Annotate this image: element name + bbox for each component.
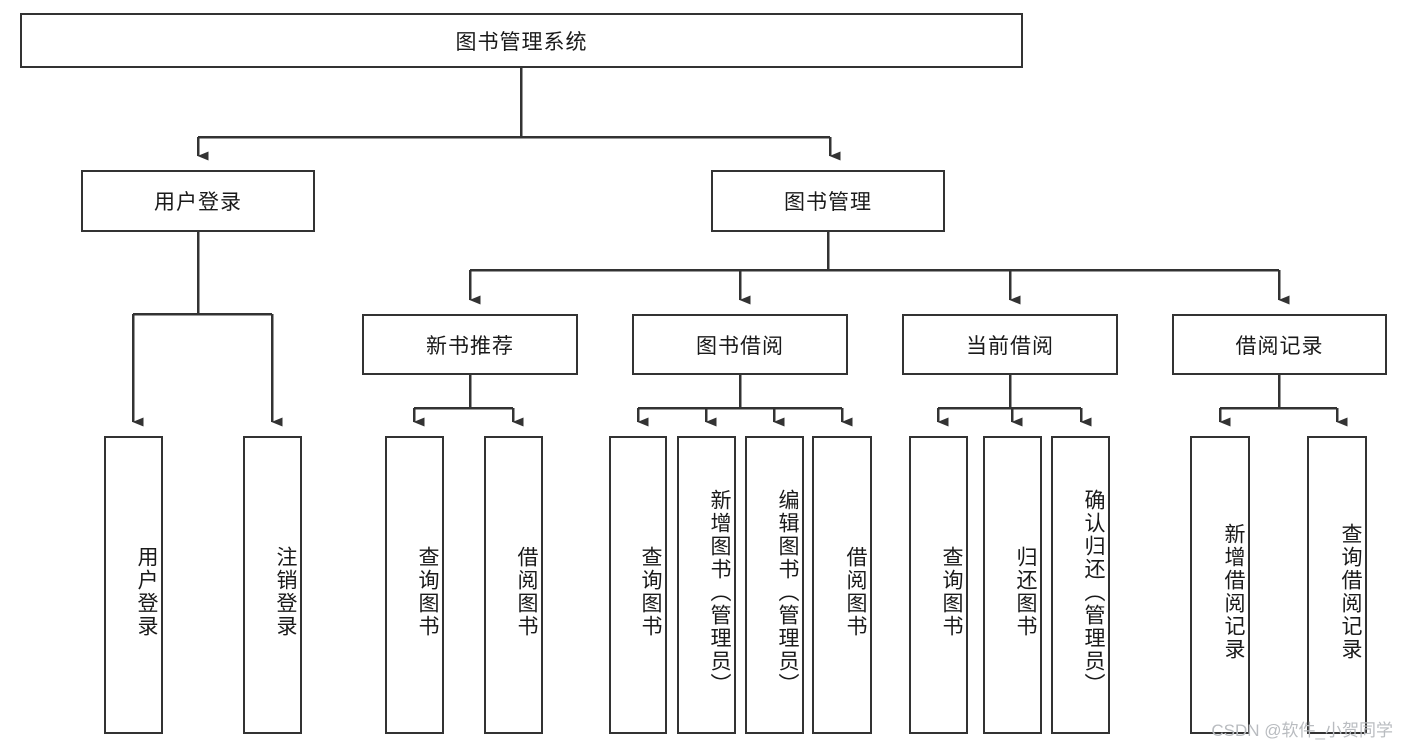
node-leaf-3[interactable]: 借阅图书 [484,436,543,734]
node-level3-1[interactable]: 图书借阅 [632,314,848,375]
node-label: 借阅图书 [844,546,867,638]
node-label: 图书管理系统 [455,30,588,54]
node-label: 编辑图书（管理员） [776,488,799,696]
node-label: 借阅图书 [515,546,538,638]
node-level3-3[interactable]: 借阅记录 [1172,314,1387,375]
node-label: 借阅记录 [1235,334,1324,358]
node-leaf-10[interactable]: 确认归还（管理员） [1051,436,1110,734]
node-level3-2[interactable]: 当前借阅 [902,314,1118,375]
node-leaf-12[interactable]: 查询借阅记录 [1307,436,1367,734]
node-label: 归还图书 [1014,546,1037,638]
node-label: 查询借阅记录 [1339,523,1362,661]
node-leaf-2[interactable]: 查询图书 [385,436,444,734]
node-label: 新增图书（管理员） [708,488,731,696]
node-leaf-1[interactable]: 注销登录 [243,436,302,734]
node-label: 新书推荐 [426,334,514,358]
node-level2-0[interactable]: 用户登录 [81,170,315,232]
node-leaf-6[interactable]: 编辑图书（管理员） [745,436,804,734]
node-label: 查询图书 [639,546,662,638]
node-leaf-11[interactable]: 新增借阅记录 [1190,436,1250,734]
node-leaf-0[interactable]: 用户登录 [104,436,163,734]
node-leaf-8[interactable]: 查询图书 [909,436,968,734]
node-label: 查询图书 [940,546,963,638]
node-label: 用户登录 [135,546,158,638]
node-leaf-9[interactable]: 归还图书 [983,436,1042,734]
node-label: 确认归还（管理员） [1082,488,1105,696]
node-level3-0[interactable]: 新书推荐 [362,314,578,375]
node-root[interactable]: 图书管理系统 [20,13,1023,68]
node-label: 注销登录 [274,546,297,638]
node-leaf-5[interactable]: 新增图书（管理员） [677,436,736,734]
node-label: 新增借阅记录 [1222,523,1245,661]
node-label: 用户登录 [154,191,242,214]
csdn-watermark: CSDN @软件_小贺同学 [1211,721,1393,740]
node-level2-1[interactable]: 图书管理 [711,170,945,232]
node-label: 图书借阅 [696,334,784,358]
node-label: 查询图书 [416,546,439,638]
node-label: 当前借阅 [966,334,1054,358]
node-leaf-7[interactable]: 借阅图书 [812,436,872,734]
node-label: 图书管理 [784,191,872,214]
node-leaf-4[interactable]: 查询图书 [609,436,667,734]
